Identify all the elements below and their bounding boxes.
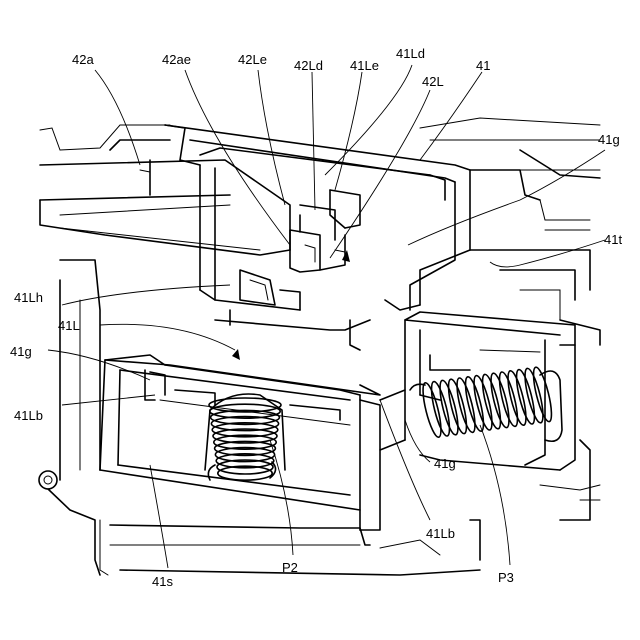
label-41Ld: 41Ld xyxy=(396,46,425,61)
slider-bar-42a xyxy=(40,160,290,255)
label-42Le: 42Le xyxy=(238,52,267,67)
spring-P2-coils xyxy=(209,398,281,480)
label-41Le: 41Le xyxy=(350,58,379,73)
label-41L: 41L xyxy=(58,318,80,333)
label-P3: P3 xyxy=(498,570,514,585)
label-41g-left: 41g xyxy=(10,344,32,359)
label-42L: 42L xyxy=(422,74,444,89)
label-42a: 42a xyxy=(72,52,94,67)
spring-P3-coils xyxy=(419,366,555,439)
reference-labels: 42a 42ae 42Le 42Ld 41Le 41Ld 42L 41 41g … xyxy=(10,46,622,589)
label-41t: 41t xyxy=(604,232,622,247)
label-41g-top-right: 41g xyxy=(598,132,620,147)
label-P2: P2 xyxy=(282,560,298,575)
label-41g-bottom: 41g xyxy=(434,456,456,471)
label-41: 41 xyxy=(476,58,490,73)
label-41Lb-bottom: 41Lb xyxy=(426,526,455,541)
label-42Ld: 42Ld xyxy=(294,58,323,73)
label-42ae: 42ae xyxy=(162,52,191,67)
label-41Lb-left: 41Lb xyxy=(14,408,43,423)
label-41s: 41s xyxy=(152,574,173,589)
housing xyxy=(39,118,600,575)
label-41Lh: 41Lh xyxy=(14,290,43,305)
